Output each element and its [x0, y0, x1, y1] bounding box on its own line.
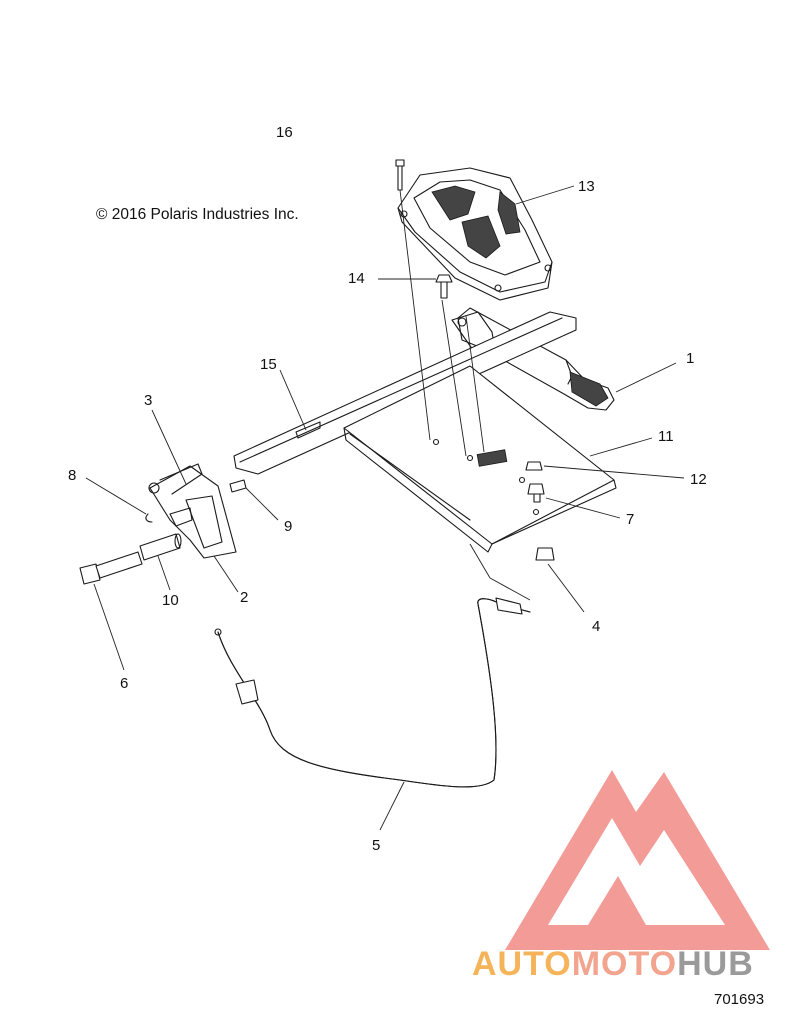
support-bar-15: [233, 311, 577, 475]
callout-3: 3: [144, 392, 152, 409]
watermark-triangle-core: [588, 876, 646, 925]
watermark-text-auto: AUTO: [472, 945, 572, 983]
callout-10: 10: [162, 592, 179, 609]
callout-5: 5: [372, 837, 380, 854]
callout-16: 16: [276, 124, 293, 141]
bolt-6: [79, 551, 143, 585]
callout-4: 4: [592, 618, 600, 635]
callout-15: 15: [260, 356, 277, 373]
callout-6: 6: [120, 675, 128, 692]
fastener-7: [527, 483, 545, 503]
clip-8: [145, 513, 153, 523]
pedal-bracket: [148, 463, 237, 559]
callout-12: 12: [690, 471, 707, 488]
watermark-triangle-inner: [548, 818, 725, 925]
callouts: 16 13 14 1 15 3 11 8 12 9 7 2 10 4 6 5: [68, 124, 707, 854]
callout-7: 7: [626, 511, 634, 528]
pin-9: [229, 479, 247, 493]
callout-13: 13: [578, 178, 595, 195]
watermark-text-hub: HUB: [677, 945, 754, 983]
watermark-logo: [505, 770, 770, 950]
mounting-plate: [343, 365, 617, 553]
brake-cable: [214, 597, 531, 788]
copyright-notice: © 2016 Polaris Industries Inc.: [96, 206, 299, 223]
fastener-12: [525, 461, 543, 471]
callout-14: 14: [348, 270, 365, 287]
document-number: 701693: [714, 991, 764, 1008]
shifter-boot-cover: [397, 167, 553, 301]
callout-11: 11: [658, 428, 674, 445]
callout-9: 9: [284, 518, 292, 535]
callout-8: 8: [68, 467, 76, 484]
watermark-text-moto: MOTO: [572, 945, 677, 983]
callout-1: 1: [686, 350, 694, 367]
watermark-text: AUTOMOTOHUB: [472, 945, 754, 983]
bolt-14: [435, 274, 453, 299]
bushing-10: [139, 533, 182, 561]
nut-4: [535, 547, 555, 561]
cover-screw: [395, 159, 405, 191]
callout-2: 2: [240, 589, 248, 606]
leader-lines: [85, 185, 685, 831]
